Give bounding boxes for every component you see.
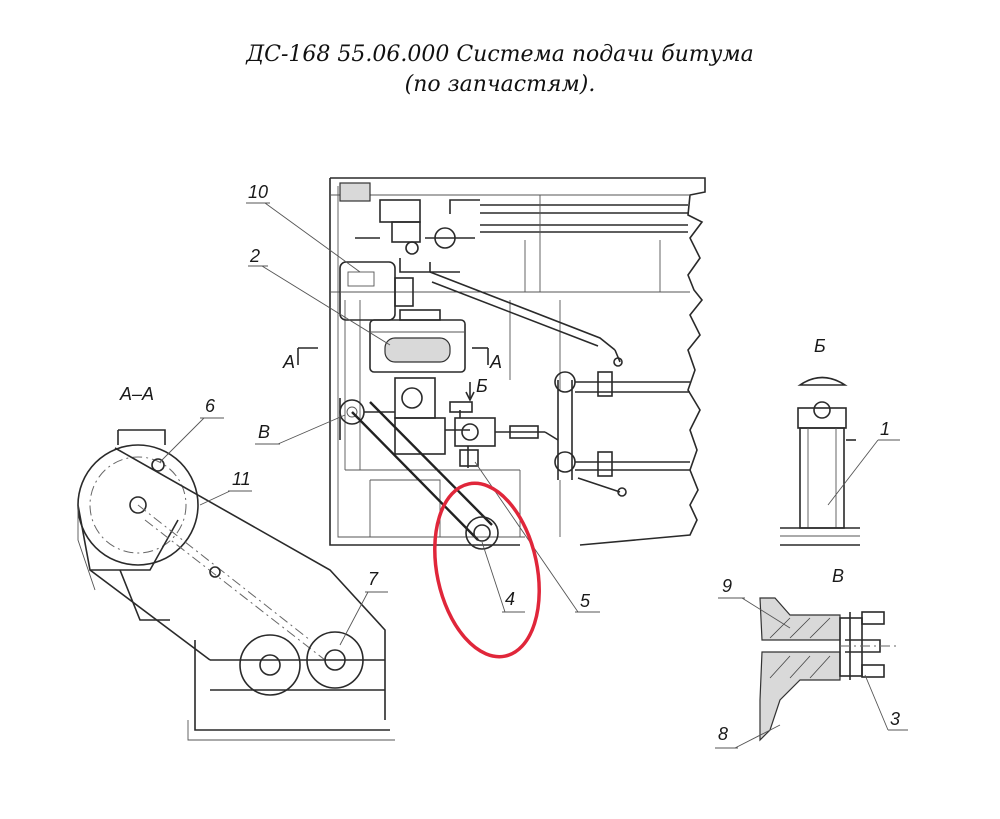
callout-5: 5	[580, 591, 591, 611]
view-b: Б	[780, 336, 860, 546]
callout-6: 6	[205, 396, 216, 416]
view-v: В	[759, 566, 900, 742]
callout-2: 2	[249, 246, 260, 266]
view-b-label: Б	[814, 336, 826, 356]
view-v-label: В	[832, 566, 844, 586]
callout-4: 4	[505, 589, 515, 609]
callout-9: 9	[722, 576, 732, 596]
cut-label-a-right: А	[489, 352, 502, 372]
callout-11: 11	[232, 469, 251, 489]
main-assembly: А А Б	[282, 177, 706, 550]
title-line-2: (по запчастям).	[404, 72, 596, 97]
arrow-label-b: Б	[476, 376, 488, 396]
callout-8: 8	[718, 724, 728, 744]
section-aa-label: А–А	[119, 384, 154, 404]
highlight-ellipse	[433, 481, 541, 659]
callout-10: 10	[248, 182, 268, 202]
title-line-1: ДС-168 55.06.000 Система подачи битума	[246, 42, 754, 67]
callout-1: 1	[880, 419, 890, 439]
callout-v: В	[258, 422, 270, 442]
callouts: 1 2 3 4 5 6 7 8 9 10	[159, 182, 908, 749]
cut-label-a-left: А	[282, 352, 295, 372]
callout-7: 7	[368, 569, 379, 589]
callout-3: 3	[890, 709, 900, 729]
section-aa-view: А–А	[77, 384, 395, 741]
